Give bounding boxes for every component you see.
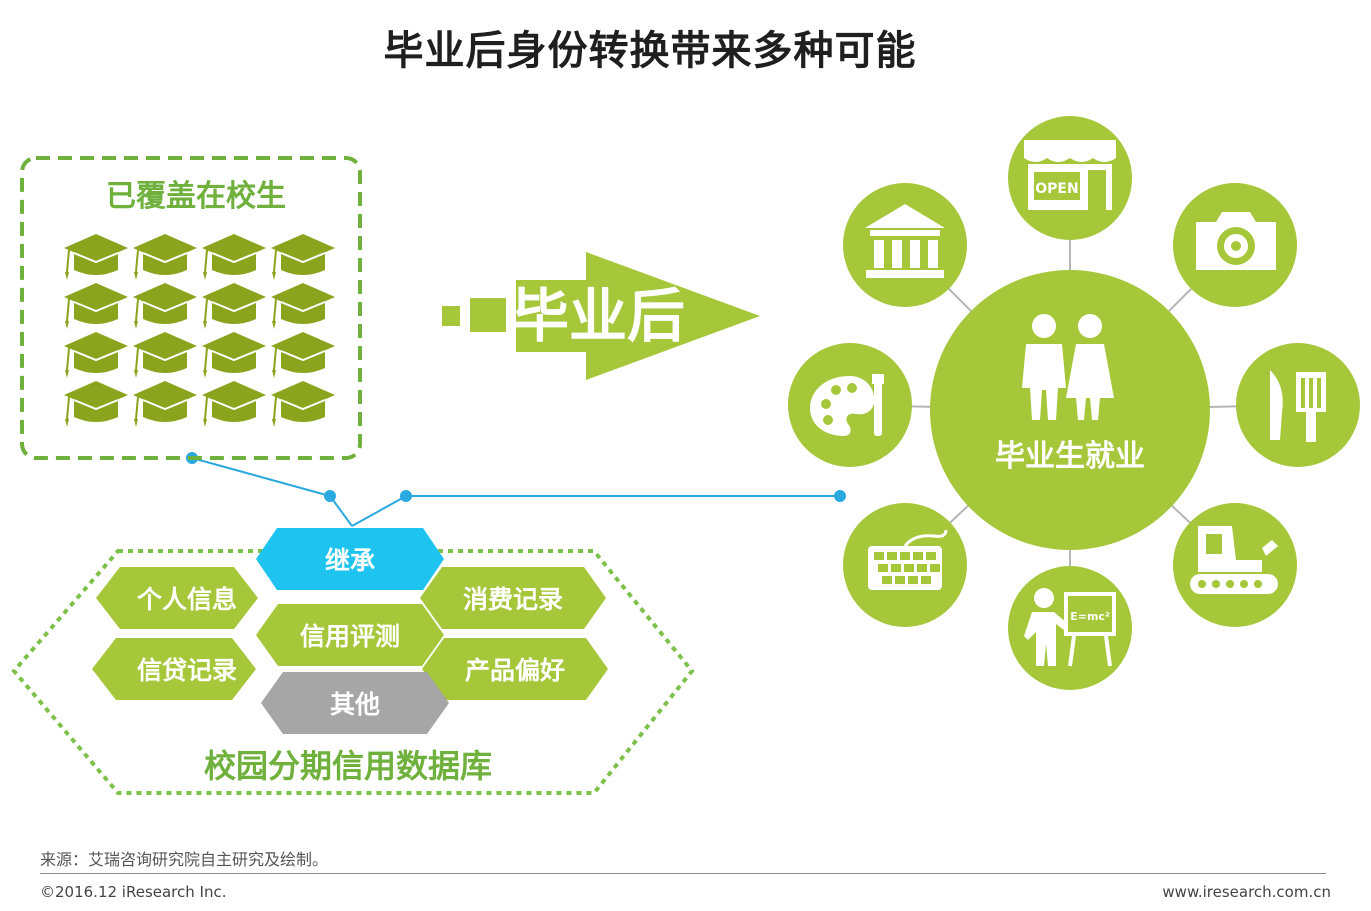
students-box: 已覆盖在校生 xyxy=(20,156,362,460)
art-palette-icon xyxy=(788,343,912,467)
keyboard-icon xyxy=(843,503,967,627)
graduation-cap-icon xyxy=(270,380,336,428)
keyboard-key xyxy=(900,552,910,560)
keyboard-key xyxy=(878,564,888,572)
cell-loan: 信贷记录 xyxy=(137,656,237,685)
graduation-caps-grid xyxy=(63,233,336,428)
restaurant-icon xyxy=(1236,343,1360,467)
connector-lines xyxy=(191,457,840,527)
employment-center-label: 毕业生就业 xyxy=(995,439,1145,474)
cell-consumption: 消费记录 xyxy=(463,585,563,614)
shop-icon: OPEN xyxy=(1008,116,1132,240)
graduation-cap-icon xyxy=(63,380,129,428)
keyboard-key xyxy=(908,576,918,584)
keyboard-key xyxy=(930,564,940,572)
cell-other-bg xyxy=(261,672,449,734)
keyboard-key xyxy=(891,564,901,572)
footer-divider xyxy=(40,873,1326,874)
camera-icon xyxy=(1173,183,1297,307)
graduation-cap-icon xyxy=(63,282,129,330)
page-title: 毕业后身份转换带来多种可能 xyxy=(383,28,917,74)
after-graduation-label: 毕业后 xyxy=(511,282,685,350)
graduation-cap-icon xyxy=(132,233,198,281)
employment-center-circle xyxy=(930,270,1210,550)
graduation-cap-icon xyxy=(201,233,267,281)
source-note: 来源：艾瑞咨询研究院自主研究及绘制。 xyxy=(40,850,329,869)
bank-icon xyxy=(843,183,967,307)
website-url: www.iresearch.com.cn xyxy=(1162,883,1331,901)
keyboard-key xyxy=(921,576,931,584)
copyright: ©2016.12 iResearch Inc. xyxy=(40,883,227,901)
graduation-cap-icon xyxy=(132,282,198,330)
after-graduation-arrow: 毕业后 xyxy=(442,252,760,380)
cell-credit-eval: 信用评测 xyxy=(300,622,400,651)
cell-consumption-bg xyxy=(420,567,606,629)
keyboard-key xyxy=(887,552,897,560)
shop-sign: OPEN xyxy=(1035,181,1078,197)
graduation-cap-icon xyxy=(63,233,129,281)
cell-loan-bg xyxy=(92,638,256,700)
keyboard-key xyxy=(882,576,892,584)
students-box-label: 已覆盖在校生 xyxy=(106,179,286,214)
employment-hub: 毕业生就业 xyxy=(788,116,1360,690)
teacher-formula: E=mc² xyxy=(1070,610,1110,623)
graduates-icon xyxy=(1022,314,1114,420)
graduation-cap-icon xyxy=(201,331,267,379)
cell-personal-info: 个人信息 xyxy=(137,585,237,614)
graduation-cap-icon xyxy=(132,380,198,428)
cell-inherit-bg xyxy=(256,528,444,590)
teacher-icon: E=mc² xyxy=(1008,566,1132,690)
keyboard-key xyxy=(913,552,923,560)
keyboard-key xyxy=(926,552,936,560)
graduation-cap-icon xyxy=(132,331,198,379)
keyboard-key xyxy=(904,564,914,572)
cell-other: 其他 xyxy=(330,690,380,719)
graduation-cap-icon xyxy=(63,331,129,379)
bulldozer-icon xyxy=(1173,503,1297,627)
cell-preference: 产品偏好 xyxy=(465,656,565,685)
graduation-cap-icon xyxy=(270,282,336,330)
cell-inherit: 继承 xyxy=(325,546,375,575)
credit-database: 继承 个人信息 消费记录 信用评测 信贷记录 产品偏好 其他 校园分期信用数据库 xyxy=(11,528,695,795)
graduation-cap-icon xyxy=(201,380,267,428)
graduation-cap-icon xyxy=(270,331,336,379)
cell-preference-bg xyxy=(422,638,608,700)
keyboard-key xyxy=(874,552,884,560)
cell-credit-eval-bg xyxy=(256,604,444,666)
keyboard-key xyxy=(917,564,927,572)
cell-personal-info-bg xyxy=(96,567,258,629)
keyboard-key xyxy=(895,576,905,584)
graduation-cap-icon xyxy=(201,282,267,330)
database-title: 校园分期信用数据库 xyxy=(204,747,492,785)
graduation-cap-icon xyxy=(270,233,336,281)
